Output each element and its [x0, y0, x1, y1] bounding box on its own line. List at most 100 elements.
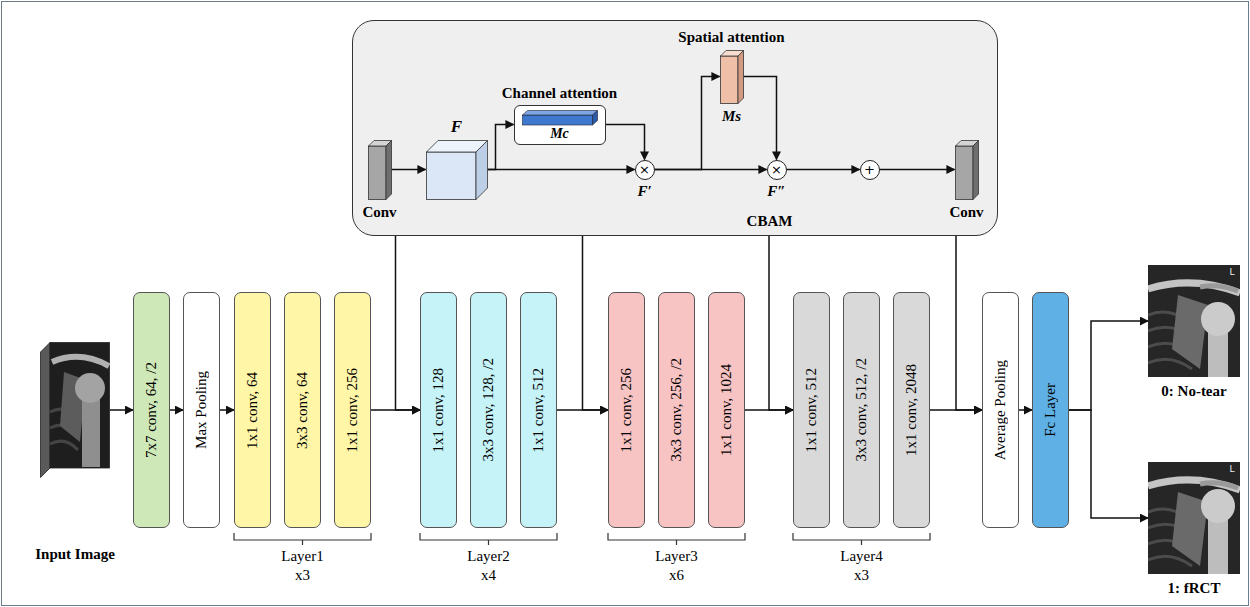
layer-text: 1x1 conv, 1024 [718, 364, 735, 456]
fc-layer-box: Fc Layer [1032, 292, 1069, 528]
flow-arrow [488, 169, 635, 171]
cbam-backdrop [353, 21, 998, 236]
flow-arrow [110, 409, 133, 411]
layer-name: Layer2 [467, 548, 509, 565]
flow-arrow [769, 236, 793, 410]
flow-arrow [956, 236, 982, 410]
flow-arrow [392, 169, 426, 171]
conv-layer-box: 3x3 conv, 512, /2 [843, 292, 880, 528]
pooling-box: Max Pooling [183, 292, 220, 528]
feature-cube-symbol [426, 140, 488, 200]
layer-text: 3x3 conv, 128, /2 [480, 358, 497, 462]
flow-arrow [488, 125, 514, 170]
layer-text: 7x7 conv, 64, /2 [143, 362, 160, 458]
conv-layer-box: 3x3 conv, 256, /2 [658, 292, 695, 528]
layer-text: Fc Layer [1042, 383, 1059, 437]
flow-arrow [655, 169, 767, 171]
conv-layer-box: 1x1 conv, 256 [608, 292, 645, 528]
layer-text: 1x1 conv, 512 [530, 368, 547, 452]
conv-layer-box: 3x3 conv, 64 [284, 292, 321, 528]
conv-layer-box: 1x1 conv, 512 [793, 292, 830, 528]
layer-text: 1x1 conv, 512 [803, 368, 820, 452]
flow-arrow [170, 409, 183, 411]
cbam-panel: CBAMConvFChannel attentionMc×F′Spatial a… [352, 20, 998, 236]
bracket [234, 533, 371, 545]
output-xray: 1: fRCT [1148, 462, 1240, 574]
pooling-box: Average Pooling [982, 292, 1019, 528]
layer-brackets [234, 533, 930, 545]
slab-symbol [720, 50, 744, 104]
repeat-count: x6 [669, 567, 684, 584]
conv-layer-box: 1x1 conv, 256 [334, 292, 371, 528]
layer-text: 1x1 conv, 256 [344, 368, 361, 452]
flow-arrow [744, 77, 777, 160]
feature-symbol: F [451, 117, 462, 136]
feature-symbol: F″ [767, 183, 785, 200]
class-label: 1: fRCT [1168, 580, 1221, 597]
channel-map-bar [522, 110, 598, 126]
layer-text: 1x1 conv, 2048 [903, 364, 920, 456]
repeat-count: x3 [295, 567, 310, 584]
spatial-attention-map: Spatial attentionMs [720, 50, 744, 104]
bracket [608, 533, 745, 545]
flow-arrow [396, 236, 421, 410]
layer-text: 1x1 conv, 256 [618, 368, 635, 452]
flow-arrow [1069, 321, 1148, 410]
layer-text: 3x3 conv, 512, /2 [853, 358, 870, 462]
conv-layer-box: 7x7 conv, 64, /2 [133, 292, 170, 528]
block-label: Conv [949, 204, 983, 221]
flow-arrow [606, 125, 645, 160]
conv-block: Conv [368, 140, 392, 200]
map-symbol: Mc [550, 126, 569, 142]
flow-arrow [583, 236, 609, 410]
conv-layer-box: 1x1 conv, 1024 [708, 292, 745, 528]
feature-symbol: F′ [637, 183, 651, 200]
bracket [793, 533, 930, 545]
conv-layer-box: 1x1 conv, 64 [234, 292, 271, 528]
multiply-node: ×F′ [635, 160, 655, 180]
slab-symbol [955, 140, 979, 200]
layer-text: 3x3 conv, 256, /2 [668, 358, 685, 462]
repeat-count: x4 [481, 567, 496, 584]
flow-arrow [787, 169, 860, 171]
conv-layer-box: 3x3 conv, 128, /2 [470, 292, 507, 528]
layer-text: Average Pooling [992, 360, 1009, 460]
xray-illustration [1148, 462, 1240, 574]
flow-arrow [1019, 409, 1032, 411]
repeat-count: x3 [854, 567, 869, 584]
side-marker: L [1229, 464, 1234, 474]
image-caption: Input Image [35, 546, 115, 563]
add-node: + [860, 160, 880, 180]
conv-layer-box: 1x1 conv, 128 [420, 292, 457, 528]
layer-text: 1x1 conv, 64 [244, 372, 261, 449]
output-xray: 0: No-tear [1148, 265, 1240, 377]
block-heading: Spatial attention [678, 29, 784, 46]
channel-attention-box: Channel attentionMc [514, 105, 606, 145]
bracket [420, 533, 557, 545]
flow-arrow [655, 77, 720, 170]
operator-symbol: × [771, 163, 782, 176]
class-label: 0: No-tear [1161, 383, 1226, 400]
flow-arrow [880, 169, 955, 171]
flow-arrow [220, 409, 234, 411]
operator-symbol: + [864, 163, 875, 176]
input-image: Input Image [40, 342, 110, 478]
map-symbol: Ms [722, 108, 741, 125]
multiply-node: ×F″ [767, 160, 787, 180]
layer-text: 1x1 conv, 128 [430, 368, 447, 452]
slab-symbol [368, 140, 392, 200]
block-label: Conv [362, 204, 396, 221]
feature-cube: F [426, 140, 488, 200]
side-marker: L [1229, 267, 1234, 277]
xray-illustration [1148, 265, 1240, 377]
conv-layer-box: 1x1 conv, 2048 [893, 292, 930, 528]
operator-symbol: × [639, 163, 650, 176]
layer-name: Layer1 [281, 548, 323, 565]
layer-name: Layer3 [655, 548, 697, 565]
layer-name: Layer4 [840, 548, 882, 565]
panel-title: CBAM [747, 213, 793, 230]
conv-layer-box: 1x1 conv, 512 [520, 292, 557, 528]
layer-text: Max Pooling [193, 371, 210, 449]
